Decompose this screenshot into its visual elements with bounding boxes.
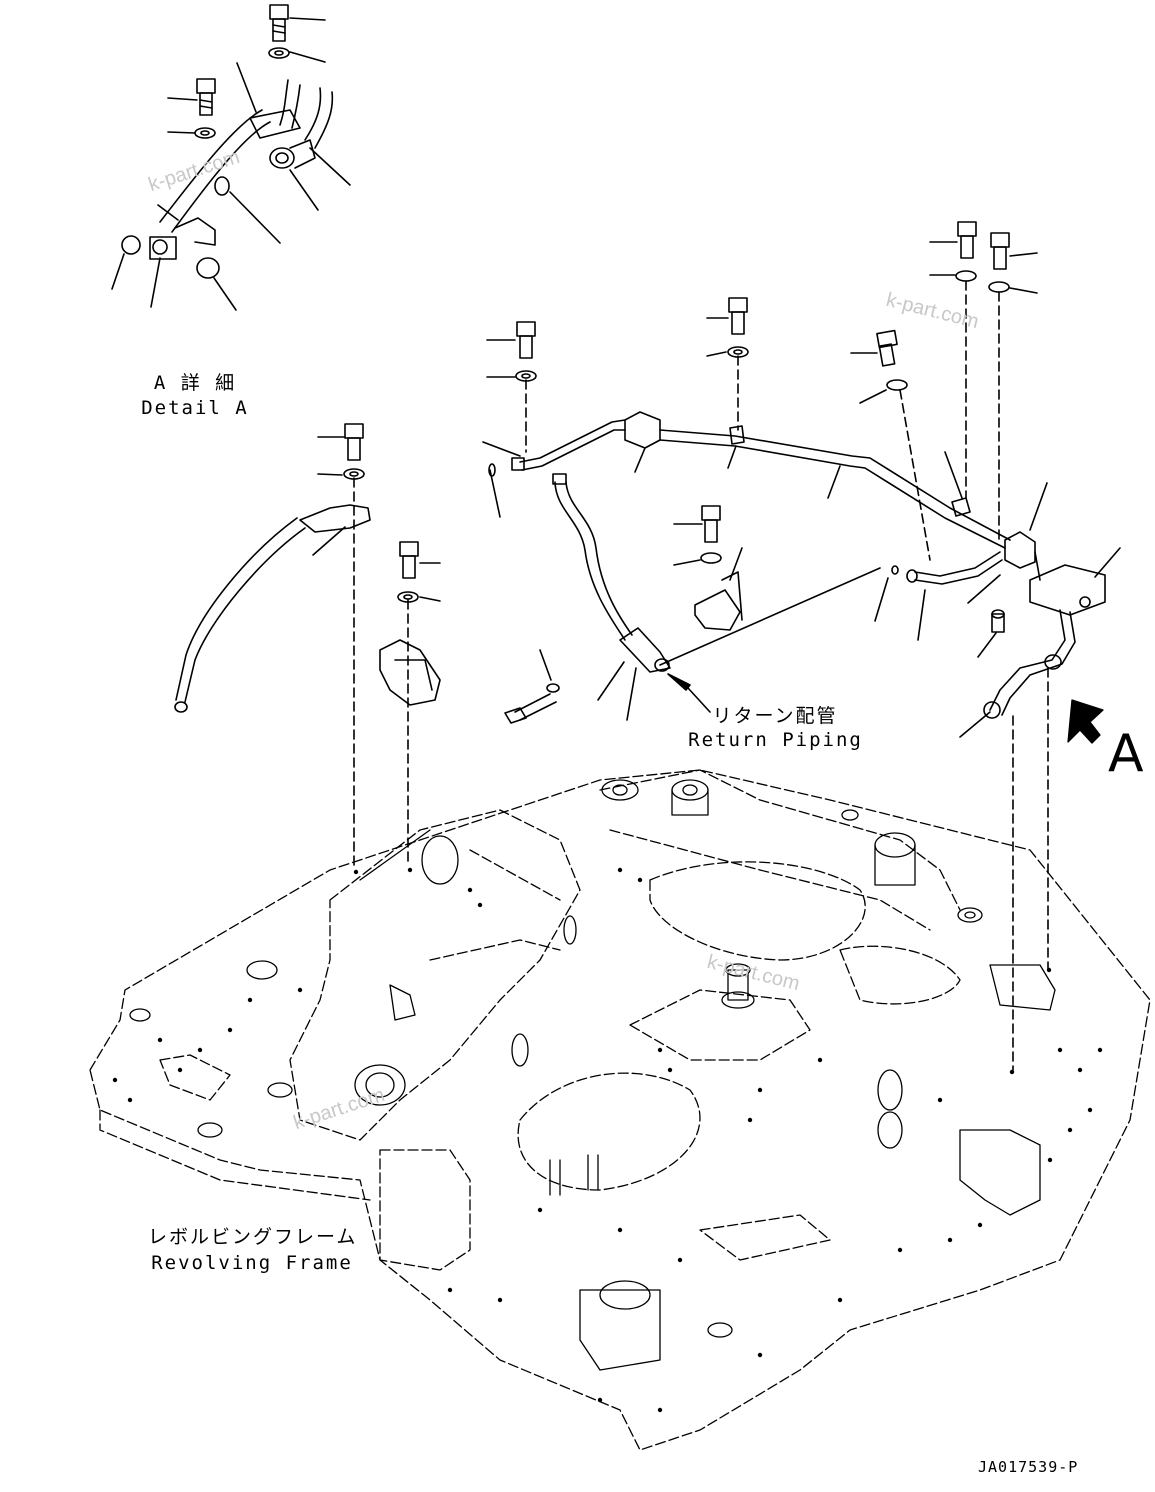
o-ring-icon: [214, 176, 230, 196]
washer-icon: [268, 47, 290, 59]
bracket-assembly: [379, 541, 441, 867]
document-number: JA017539-P: [978, 1458, 1079, 1476]
nut-icon: [149, 236, 177, 260]
return-piping-assembly: [482, 221, 1121, 1071]
detail-a-label-jp: A 詳 細: [153, 372, 237, 394]
bolt-icon: [196, 78, 216, 116]
o-ring-icon: [121, 235, 141, 255]
bolt-icon: [269, 4, 289, 42]
revolving-frame: [89, 699, 1151, 1451]
view-marker-a: A: [1108, 724, 1144, 784]
revolving-frame-label-en: Revolving Frame: [151, 1252, 353, 1274]
return-piping-label-en: Return Piping: [688, 729, 863, 751]
return-piping-label-jp: リターン配管: [712, 705, 838, 727]
revolving-frame-label-jp: レボルビングフレーム: [148, 1226, 358, 1248]
detail-a-label-en: Detail A: [141, 397, 249, 419]
left-hose-assembly: [174, 423, 371, 871]
washer-icon: [194, 127, 216, 139]
cap-icon: [196, 257, 220, 279]
detail-a-assembly: [111, 4, 351, 311]
